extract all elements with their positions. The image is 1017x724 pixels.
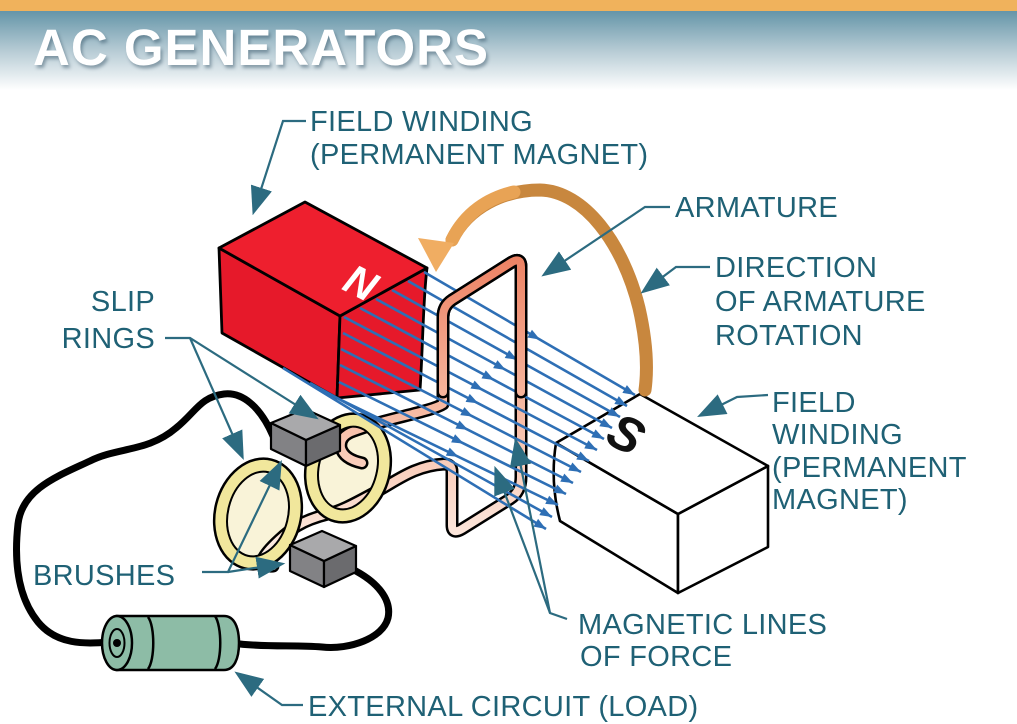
circuit-wires xyxy=(13,390,393,651)
label-direction-1: DIRECTION xyxy=(715,252,877,284)
field-line xyxy=(359,306,605,441)
load-resistor-end-ring xyxy=(108,628,126,658)
field-line xyxy=(338,380,567,496)
field-line-arrowhead-icon xyxy=(576,451,589,461)
field-line-arrowhead-icon xyxy=(622,385,635,395)
rotation-arrowhead-icon xyxy=(418,238,454,272)
field-line-arrowhead-icon xyxy=(553,484,566,494)
leader-slip-rings-b xyxy=(188,337,244,461)
rotation-arrow xyxy=(418,183,654,397)
brush-top xyxy=(269,407,342,468)
label-armature: ARMATURE xyxy=(675,192,838,224)
field-line xyxy=(340,347,582,474)
load-resistor-body xyxy=(115,614,241,672)
label-field-winding-top-2: (PERMANENT MAGNET) xyxy=(310,139,648,171)
label-magnetic-lines-1: MAGNETIC LINES xyxy=(578,609,827,641)
field-line xyxy=(282,366,547,531)
label-field-winding-right-1: FIELD xyxy=(772,387,856,419)
field-line-arrowhead-icon xyxy=(451,434,464,444)
label-field-winding-right-4: MAGNET) xyxy=(772,484,908,516)
field-line-arrowhead-icon xyxy=(560,473,573,483)
load-resistor xyxy=(100,614,241,672)
field-line-arrowhead-icon xyxy=(493,360,506,370)
page-title: AC GENERATORS xyxy=(33,19,489,76)
leader-external-circuit xyxy=(234,671,303,707)
label-slip-rings-2: RINGS xyxy=(62,323,155,355)
header-top-bar xyxy=(0,0,1017,11)
label-direction-2: OF ARMATURE xyxy=(715,286,926,318)
circuit-wire-right xyxy=(236,565,393,651)
field-line-arrowhead-icon xyxy=(527,329,541,340)
rotation-arrow-arc-light xyxy=(445,185,521,247)
leader-field-winding-right xyxy=(697,393,769,417)
diagram-labels: FIELD WINDING (PERMANENT MAGNET) ARMATUR… xyxy=(33,106,967,723)
armature-wire-front xyxy=(436,253,528,399)
brush-bottom-top-face xyxy=(288,529,358,563)
field-line-arrowhead-icon xyxy=(481,370,495,381)
field-line xyxy=(339,363,574,485)
north-magnet-top-face xyxy=(217,200,429,318)
field-line-arrowhead-icon xyxy=(533,518,546,529)
circuit-wire-left xyxy=(13,390,277,647)
field-line-arrowhead-icon xyxy=(607,407,620,417)
field-line-arrowhead-icon xyxy=(599,418,612,428)
field-line-arrowhead-icon xyxy=(465,393,479,404)
load-resistor-band-1 xyxy=(146,616,155,670)
field-line-arrowhead-icon xyxy=(568,462,581,472)
label-slip-rings-1: SLIP xyxy=(91,286,155,318)
field-line-arrowhead-icon xyxy=(545,495,558,505)
field-line xyxy=(391,288,621,419)
armature-wire-front-fill xyxy=(439,256,525,396)
south-magnet-left-face xyxy=(552,441,680,595)
label-field-winding-right-3: (PERMANENT xyxy=(772,452,967,484)
field-line-arrowhead-icon xyxy=(539,507,552,517)
label-field-winding-top-1: FIELD WINDING xyxy=(310,106,533,138)
field-line-arrowhead-icon xyxy=(455,420,469,430)
field-line-arrowhead-icon xyxy=(591,429,604,439)
field-line-arrowhead-icon xyxy=(614,396,627,406)
leader-magnetic-lines-b xyxy=(509,437,552,614)
brushes xyxy=(269,407,358,589)
field-line-arrowhead-icon xyxy=(470,380,484,391)
leader-field-winding-top xyxy=(250,119,306,216)
label-magnetic-lines-2: OF FORCE xyxy=(580,641,732,673)
leader-direction-of-rotation xyxy=(640,265,710,294)
label-direction-3: ROTATION xyxy=(715,320,863,352)
leader-lines xyxy=(165,119,769,707)
north-magnet: N xyxy=(217,200,429,400)
field-line xyxy=(336,396,559,507)
load-resistor-band-2 xyxy=(213,615,222,670)
header-band: AC GENERATORS xyxy=(0,11,1017,90)
south-magnet: S xyxy=(552,392,770,595)
rotation-arrow-arc xyxy=(445,183,654,397)
header-banner: AC GENERATORS xyxy=(0,0,1017,90)
field-line-arrowhead-icon xyxy=(460,407,473,417)
label-external-circuit: EXTERNAL CIRCUIT (LOAD) xyxy=(308,691,698,723)
slip-ring-left-outer-edge xyxy=(212,457,304,571)
label-brushes: BRUSHES xyxy=(33,560,175,592)
load-resistor-wire-end xyxy=(113,639,121,647)
field-line-arrowhead-icon xyxy=(445,447,459,457)
field-line-arrowhead-icon xyxy=(504,350,518,360)
label-field-winding-right-2: WINDING xyxy=(772,419,903,451)
brush-bottom xyxy=(288,529,358,589)
leader-armature xyxy=(541,205,670,277)
field-line xyxy=(343,315,598,452)
field-line xyxy=(375,297,613,430)
field-line xyxy=(342,331,590,463)
field-line-arrowhead-icon xyxy=(584,440,597,450)
leader-brushes-b xyxy=(227,556,286,579)
slip-ring-left-ring xyxy=(214,458,302,570)
